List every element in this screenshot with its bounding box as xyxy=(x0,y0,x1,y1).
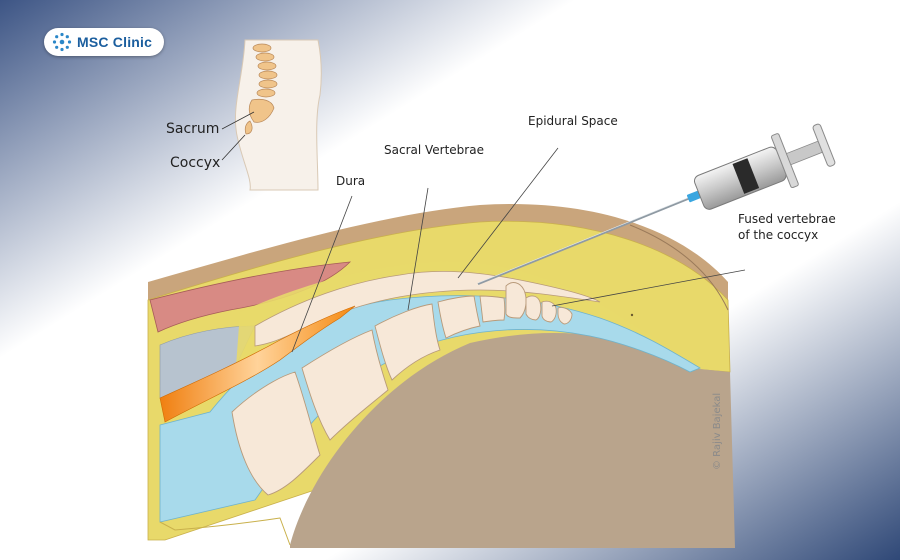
fat-marker-dot xyxy=(631,314,633,316)
dna-ring-icon xyxy=(52,32,72,52)
sacrum-label: Sacrum xyxy=(166,121,219,137)
fused-vertebrae-label-line-1: Fused vertebrae xyxy=(738,211,836,227)
coccyx-vertebra xyxy=(506,283,526,318)
epidural-space-label: Epidural Space xyxy=(528,114,618,128)
brand-name: MSC Clinic xyxy=(77,34,152,50)
coccyx-label: Coccyx xyxy=(170,155,220,171)
illustrator-credit: © Rajiv Bajekal xyxy=(712,393,723,470)
sacral-vertebra xyxy=(480,296,505,322)
sacral-vertebrae-label: Sacral Vertebrae xyxy=(384,143,484,157)
dura-label: Dura xyxy=(336,174,365,188)
brand-logo[interactable]: MSC Clinic xyxy=(44,28,164,56)
fused-vertebrae-label-line-2: of the coccyx xyxy=(738,227,836,243)
coccyx-vertebra xyxy=(542,301,556,322)
fused-vertebrae-label: Fused vertebrae of the coccyx xyxy=(738,211,836,243)
coccyx-vertebra xyxy=(526,296,541,320)
